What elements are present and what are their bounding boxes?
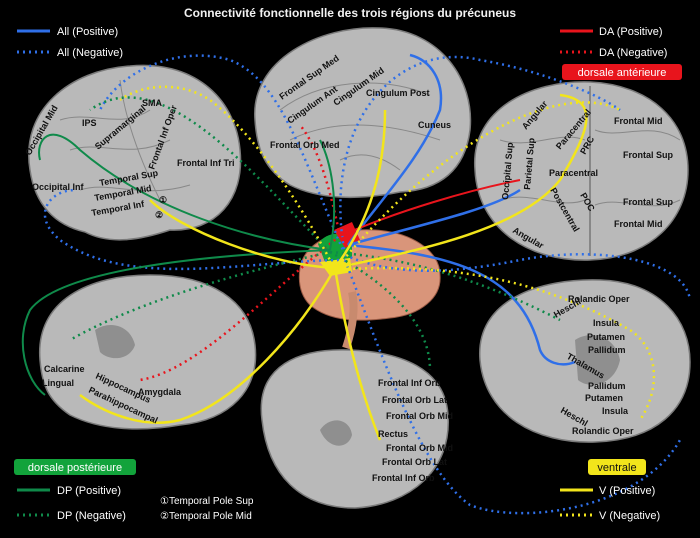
dorsal-brain-image — [474, 81, 689, 261]
region-label: Calcarine — [44, 364, 85, 374]
region-label: Frontal Inf Orb — [372, 473, 435, 483]
region-label: Putamen — [587, 332, 625, 342]
region-label: Amygdala — [138, 387, 182, 397]
legend-dp: dorsale postérieure DP (Positive) DP (Ne… — [14, 459, 136, 522]
conn-all-pos-cuneus — [346, 53, 443, 246]
legend-v-pos: V (Positive) — [599, 485, 655, 497]
legend-da-pos: DA (Positive) — [599, 26, 663, 38]
legend-da: DA (Positive) DA (Negative) dorsale anté… — [560, 26, 682, 80]
region-label: Frontal Mid — [614, 116, 663, 126]
legend-dp-pos: DP (Positive) — [57, 485, 121, 497]
region-label: Rectus — [378, 429, 408, 439]
ventral-brain-image — [260, 349, 449, 509]
region-label: Rolandic Oper — [572, 426, 634, 436]
region-label: Frontal Mid — [614, 219, 663, 229]
legend-dp-neg: DP (Negative) — [57, 510, 126, 522]
axial-brain-image — [479, 279, 691, 443]
region-label: Frontal Inf Tri — [177, 158, 235, 168]
ventral-labels: Frontal Inf Orb Frontal Orb Lat Frontal … — [372, 378, 453, 483]
legend-all-pos: All (Positive) — [57, 26, 118, 38]
legend-da-group: dorsale antérieure — [578, 67, 667, 79]
region-label: Cuneus — [418, 120, 451, 130]
sagittal-brain-image — [39, 274, 257, 430]
conn-dp-pos-2 — [21, 249, 331, 396]
region-label: Frontal Orb Med — [270, 140, 340, 150]
region-label: Insula — [593, 318, 620, 328]
legend-da-neg: DA (Negative) — [599, 47, 667, 59]
conn-v-pos-1 — [79, 267, 337, 424]
conn-da-neg — [299, 124, 342, 237]
lateral-brain-image — [28, 64, 242, 241]
region-label: Parietal Sup — [522, 137, 537, 190]
conn-dp-pos-3 — [319, 139, 336, 251]
conn-v-pos-2 — [333, 267, 382, 441]
region-label: ② — [155, 210, 163, 220]
region-label: Frontal Orb Lat — [382, 395, 447, 405]
legend-dp-group-box — [14, 459, 136, 475]
conn-v-pos-5 — [149, 199, 336, 270]
figure-title: Connectivité fonctionnelle des trois rég… — [184, 6, 516, 20]
conn-all-neg-5 — [343, 259, 682, 515]
conn-dp-neg-2 — [329, 250, 432, 371]
central-brain-image — [298, 222, 441, 350]
conn-dp-pos-1 — [38, 133, 331, 251]
conn-dp-neg-4 — [69, 250, 331, 342]
legend-v-group-box — [588, 459, 646, 475]
region-label: ① — [159, 195, 167, 205]
legend-all-neg: All (Negative) — [57, 47, 123, 59]
conn-all-pos-dorsal — [347, 188, 521, 247]
legend-da-group-box — [562, 64, 682, 80]
legend-v: ventrale V (Positive) V (Negative) — [560, 459, 660, 522]
region-label: SMA — [142, 98, 163, 108]
region-label: Frontal Sup — [623, 197, 673, 207]
region-label: Frontal Orb Lat — [382, 457, 447, 467]
region-label: Frontal Inf Orb — [378, 378, 441, 388]
footnote-temporal-pole-mid: ②Temporal Pole Mid — [160, 511, 252, 522]
region-label: Frontal Sup — [623, 150, 673, 160]
region-label: Lingual — [42, 378, 74, 388]
conn-dp-neg-3 — [329, 250, 561, 322]
conn-v-neg-1 — [119, 85, 337, 271]
conn-all-neg-4 — [43, 188, 346, 271]
region-label: Pallidum — [588, 381, 626, 391]
region-label: IPS — [82, 118, 97, 128]
connection-lines — [21, 53, 692, 515]
conn-v-pos-4 — [334, 93, 588, 270]
legend-v-neg: V (Negative) — [599, 510, 660, 522]
region-label: Putamen — [585, 393, 623, 403]
region-label: Paracentral — [549, 168, 598, 178]
region-label: Cingulum Post — [366, 88, 430, 98]
region-label: Pallidum — [588, 345, 626, 355]
legend-all: All (Positive) All (Negative) — [17, 26, 123, 59]
conn-v-pos-3 — [333, 109, 387, 269]
legend-v-group: ventrale — [597, 462, 636, 474]
region-label: Occipital Inf — [32, 182, 85, 192]
conn-da-pos — [339, 179, 521, 237]
legend-dp-group: dorsale postérieure — [28, 462, 122, 474]
region-label: Frontal Orb Mid — [386, 411, 453, 421]
region-label: Insula — [602, 406, 629, 416]
conn-all-neg-2 — [339, 55, 621, 256]
region-label: Frontal Orb Mid — [386, 443, 453, 453]
conn-all-pos-axial — [347, 243, 576, 366]
footnote-temporal-pole-sup: ①Temporal Pole Sup — [160, 496, 254, 507]
region-label: Rolandic Oper — [568, 294, 630, 304]
conn-v-neg-2 — [334, 266, 656, 421]
